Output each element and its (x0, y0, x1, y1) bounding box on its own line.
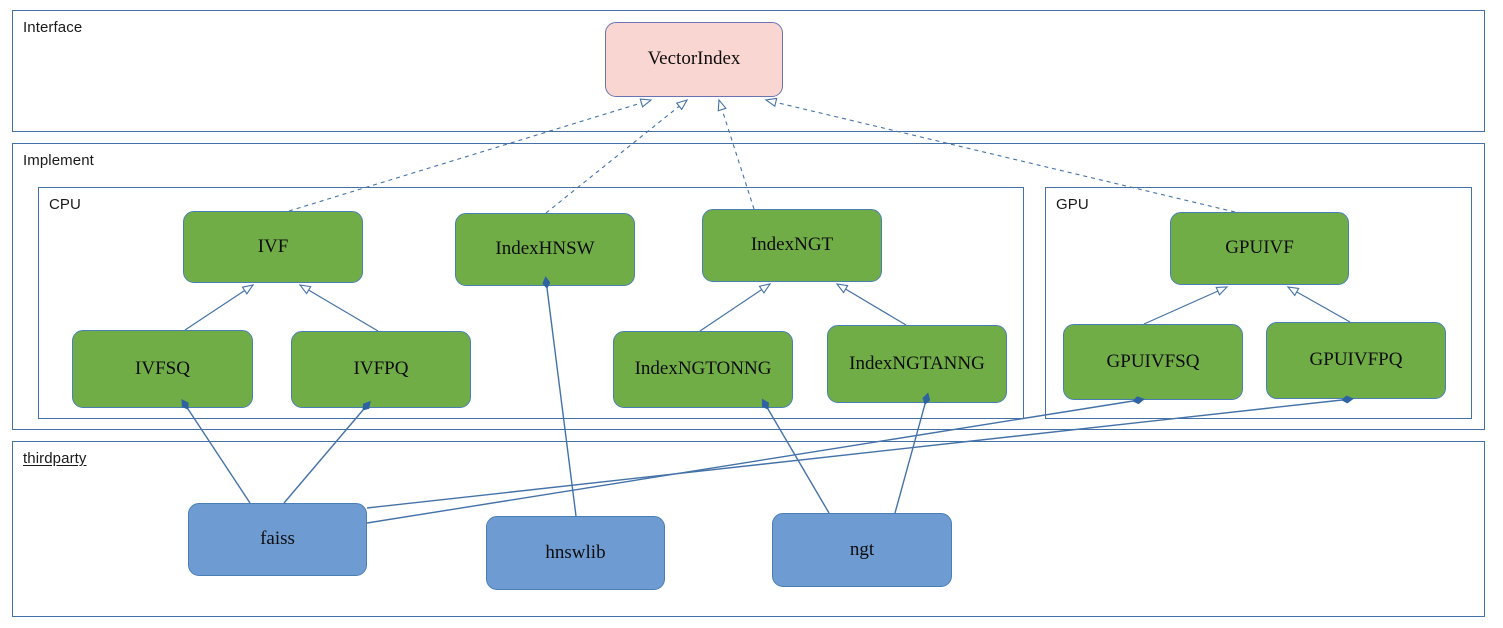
node-indexngtanng[interactable]: IndexNGTANNG (827, 325, 1007, 403)
node-label-faiss: faiss (260, 528, 295, 550)
node-indexngt[interactable]: IndexNGT (702, 209, 882, 282)
node-label-gpuivfpq: GPUIVFPQ (1309, 349, 1403, 371)
node-ivfsq[interactable]: IVFSQ (72, 330, 253, 408)
node-label-ivfsq: IVFSQ (135, 357, 190, 379)
node-ivf[interactable]: IVF (183, 211, 363, 283)
node-label-indexngtanng: IndexNGTANNG (849, 352, 985, 374)
node-label-indexngtonng: IndexNGTONNG (634, 358, 772, 380)
node-label-hnswlib: hnswlib (545, 541, 606, 563)
node-ivfpq[interactable]: IVFPQ (291, 331, 471, 408)
package-interface-label: Interface (23, 19, 83, 36)
node-label-ivf: IVF (257, 235, 289, 257)
node-label-gpuivfsq: GPUIVFSQ (1106, 350, 1200, 372)
node-hnswlib[interactable]: hnswlib (486, 516, 665, 590)
node-label-indexhnsw: IndexHNSW (495, 238, 595, 260)
node-vectorindex[interactable]: VectorIndex (605, 22, 783, 97)
node-indexngtonng[interactable]: IndexNGTONNG (613, 331, 793, 408)
node-label-ivfpq: IVFPQ (353, 358, 409, 380)
package-implement-label: Implement (23, 152, 94, 169)
node-indexhnsw[interactable]: IndexHNSW (455, 213, 635, 286)
package-cpu-label: CPU (49, 196, 81, 213)
node-label-vectorindex: VectorIndex (647, 48, 741, 70)
package-gpu-label: GPU (1056, 196, 1089, 213)
node-label-indexngt: IndexNGT (750, 234, 834, 256)
node-faiss[interactable]: faiss (188, 503, 367, 576)
package-thirdparty-text: thirdparty (23, 450, 87, 467)
node-label-gpuivf: GPUIVF (1225, 237, 1294, 259)
node-gpuivfpq[interactable]: GPUIVFPQ (1266, 322, 1446, 399)
spellcheck-squiggle-icon (23, 469, 87, 474)
node-gpuivfsq[interactable]: GPUIVFSQ (1063, 324, 1243, 400)
node-label-ngt: ngt (849, 538, 875, 560)
node-gpuivf[interactable]: GPUIVF (1170, 212, 1349, 285)
package-thirdparty-label: thirdparty (23, 450, 87, 467)
node-ngt[interactable]: ngt (772, 513, 952, 587)
